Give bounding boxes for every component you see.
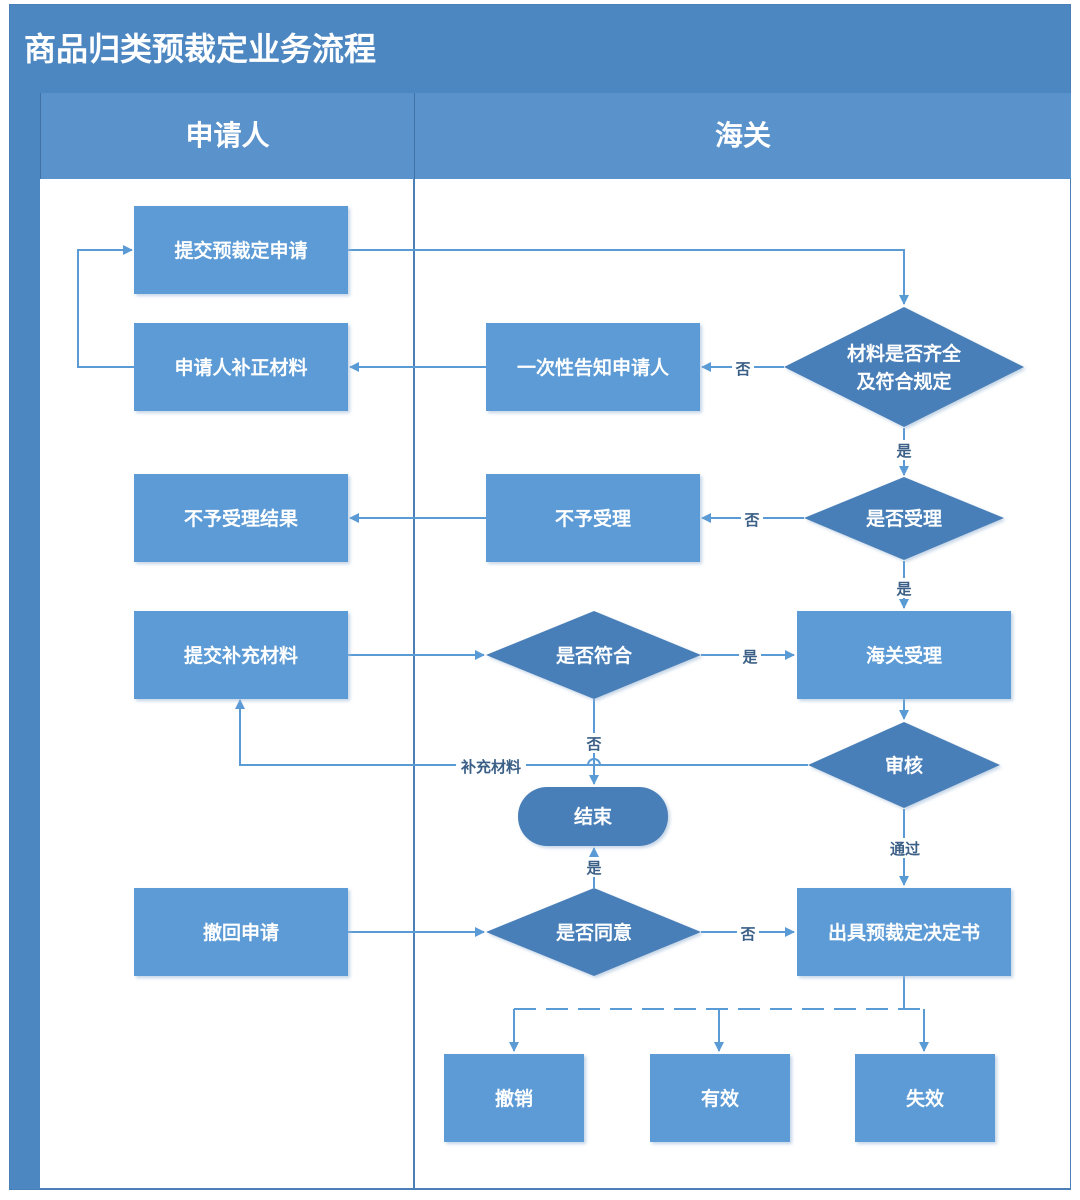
label-invalid: 失效 bbox=[906, 1087, 944, 1110]
label-check-materials-line1: 材料是否齐全 bbox=[847, 342, 962, 365]
label-end: 结束 bbox=[574, 805, 613, 828]
label-check-accept: 是否受理 bbox=[866, 507, 942, 530]
node-end bbox=[518, 787, 668, 846]
label-reject: 不予受理 bbox=[555, 507, 631, 530]
node-supplement-materials bbox=[134, 323, 348, 411]
label-issue-ruling: 出具预裁定决定书 bbox=[828, 921, 980, 944]
label-review: 审核 bbox=[885, 754, 923, 777]
label-check-conform: 是否符合 bbox=[556, 644, 633, 667]
pool-bottom-border bbox=[40, 1188, 1071, 1190]
node-revoked bbox=[444, 1054, 584, 1142]
edge-label-yes-conform: 是 bbox=[741, 648, 758, 666]
label-rejection-result: 不予受理结果 bbox=[184, 507, 298, 530]
node-reject bbox=[486, 474, 700, 562]
edge-label-no-agree: 否 bbox=[739, 925, 755, 943]
edge-label-no-accept: 否 bbox=[743, 511, 759, 529]
label-check-materials-line2: 及符合规定 bbox=[856, 370, 951, 393]
node-notify-once bbox=[486, 323, 700, 411]
node-review bbox=[808, 722, 1000, 808]
edge-label-yes-materials: 是 bbox=[895, 442, 912, 460]
label-valid: 有效 bbox=[701, 1087, 739, 1110]
edge-review-to-additional bbox=[235, 699, 808, 766]
edge-label-no-materials: 否 bbox=[734, 360, 750, 378]
lane-header-applicant: 申请人 bbox=[40, 93, 414, 179]
edge-label-supplement: 补充材料 bbox=[460, 758, 521, 776]
node-rejection-result bbox=[134, 474, 348, 562]
label-customs-accept: 海关受理 bbox=[866, 644, 942, 667]
label-supplement-materials: 申请人补正材料 bbox=[174, 356, 307, 379]
edge-submit-to-check bbox=[348, 249, 909, 305]
node-submit-application bbox=[134, 206, 348, 294]
node-withdraw bbox=[134, 888, 348, 976]
label-submit-additional: 提交补充材料 bbox=[184, 644, 298, 667]
node-check-conform bbox=[486, 611, 701, 699]
page-title: 商品归类预裁定业务流程 bbox=[10, 5, 1070, 93]
edge-line-jump bbox=[587, 758, 601, 766]
edge-supplement-loop bbox=[77, 245, 134, 368]
label-revoked: 撤销 bbox=[495, 1087, 533, 1110]
edge-label-pass: 通过 bbox=[890, 840, 920, 858]
node-issue-ruling bbox=[797, 888, 1011, 976]
lane-header-customs: 海关 bbox=[414, 93, 1071, 179]
node-invalid bbox=[855, 1054, 995, 1142]
edge-label-no-conform: 否 bbox=[585, 735, 601, 753]
label-withdraw: 撤回申请 bbox=[203, 921, 279, 944]
node-check-materials bbox=[784, 307, 1024, 427]
node-submit-additional bbox=[134, 611, 348, 699]
node-customs-accept bbox=[797, 611, 1011, 699]
pool-side-bar bbox=[10, 93, 40, 1189]
label-check-agree: 是否同意 bbox=[556, 921, 632, 944]
edge-label-yes-agree: 是 bbox=[585, 859, 602, 877]
node-check-accept bbox=[804, 477, 1004, 560]
node-valid bbox=[650, 1054, 790, 1142]
node-check-agree bbox=[486, 888, 701, 976]
label-submit-application: 提交预裁定申请 bbox=[174, 239, 307, 262]
label-notify-once: 一次性告知申请人 bbox=[517, 356, 670, 379]
edge-label-yes-accept: 是 bbox=[895, 580, 912, 598]
lane-divider bbox=[413, 179, 415, 1189]
